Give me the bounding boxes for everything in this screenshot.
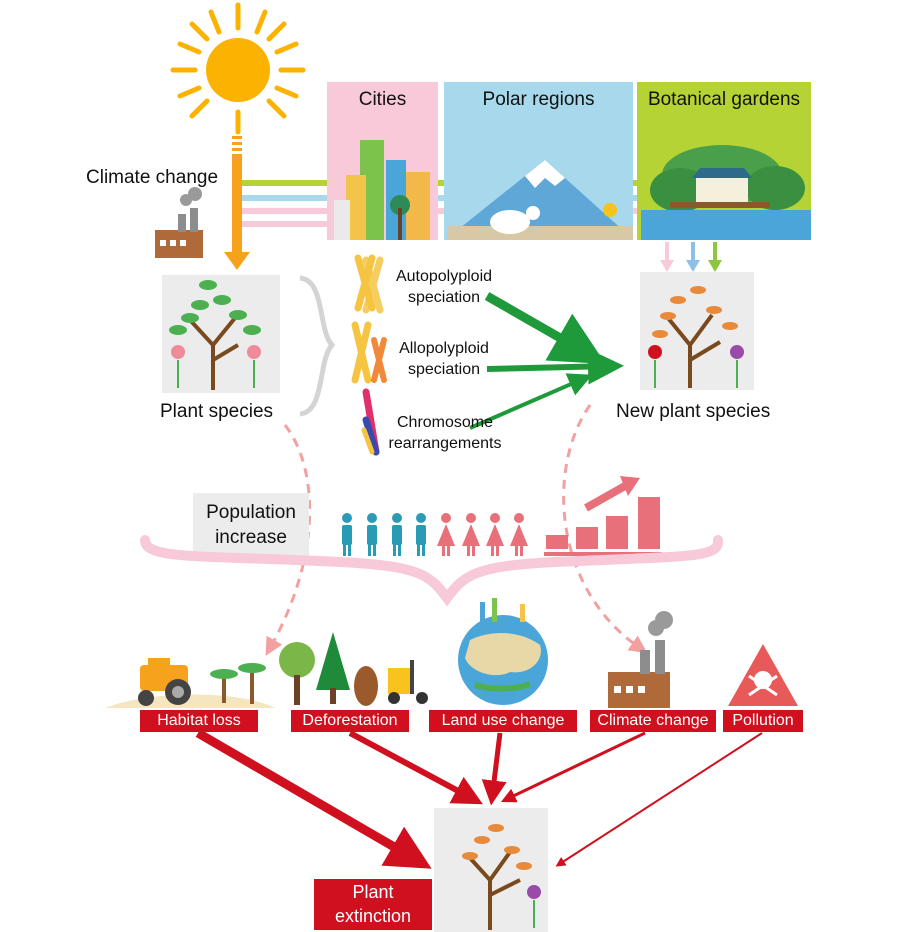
allopolyploid-line2: speciation bbox=[407, 361, 481, 378]
climate-change-label: Climate change bbox=[86, 167, 219, 188]
plant-extinction-label: Plant extinction bbox=[314, 879, 432, 930]
toxic-warning-icon bbox=[728, 644, 798, 706]
gray-brace bbox=[299, 275, 336, 417]
climate-bands bbox=[242, 180, 642, 227]
sun-icon bbox=[170, 2, 306, 135]
plant-extinction-line2: extinction bbox=[334, 906, 412, 926]
autopolyploid-line2: speciation bbox=[407, 289, 481, 306]
plant-extinction-line1: Plant bbox=[352, 882, 394, 902]
population-label: Population increase bbox=[193, 500, 309, 550]
dying-plant-icon bbox=[462, 824, 541, 930]
plant-species-label: Plant species bbox=[160, 401, 274, 422]
autopolyploid-label: Autopolyploid speciation bbox=[390, 266, 498, 308]
chromosome-icons bbox=[351, 254, 387, 456]
threat-pollution: Pollution bbox=[723, 710, 803, 732]
extinction-arrows bbox=[195, 729, 763, 869]
garden-down-arrows bbox=[660, 242, 722, 272]
speciation-arrows bbox=[469, 292, 624, 430]
chromosome-line1: Chromosome bbox=[396, 414, 494, 431]
factory-threat-icon bbox=[608, 611, 673, 708]
tractor-icon bbox=[138, 658, 191, 706]
garden-pavilion-icon bbox=[641, 145, 811, 240]
palm-trees-icon bbox=[210, 663, 266, 704]
globe-icon bbox=[458, 598, 548, 705]
threat-deforestation: Deforestation bbox=[291, 710, 409, 732]
pink-brace bbox=[140, 535, 724, 607]
factory-icon bbox=[155, 187, 203, 258]
cities-panel-title: Cities bbox=[358, 89, 407, 110]
sun-down-arrow bbox=[224, 136, 250, 270]
polar-mountain-icon bbox=[447, 160, 633, 240]
population-line1: Population bbox=[206, 502, 296, 523]
orange-plant-icon bbox=[648, 286, 744, 388]
threat-climate-change: Climate change bbox=[590, 710, 716, 732]
allopolyploid-line1: Allopolyploid bbox=[399, 340, 489, 357]
autopolyploid-line1: Autopolyploid bbox=[395, 268, 493, 285]
people-icons bbox=[342, 513, 528, 556]
chromosome-line2: rearrangements bbox=[388, 435, 502, 452]
threat-habitat-loss: Habitat loss bbox=[140, 710, 258, 732]
growth-bars-icon bbox=[544, 476, 662, 556]
new-plant-species-label: New plant species bbox=[616, 401, 771, 422]
chromosome-label: Chromosome rearrangements bbox=[380, 412, 510, 454]
gardens-panel-title: Botanical gardens bbox=[647, 89, 801, 110]
population-line2: increase bbox=[215, 527, 287, 548]
population-box bbox=[193, 493, 309, 557]
green-plant-icon bbox=[169, 280, 261, 390]
pink-dashed-arrow-right bbox=[562, 404, 648, 654]
threat-land-use-change: Land use change bbox=[429, 710, 577, 732]
pink-dashed-arrow-left bbox=[265, 424, 312, 656]
city-buildings-icon bbox=[334, 140, 430, 240]
allopolyploid-label: Allopolyploid speciation bbox=[390, 338, 498, 380]
forest-icon bbox=[279, 632, 428, 706]
polar-panel-title: Polar regions bbox=[482, 89, 595, 110]
